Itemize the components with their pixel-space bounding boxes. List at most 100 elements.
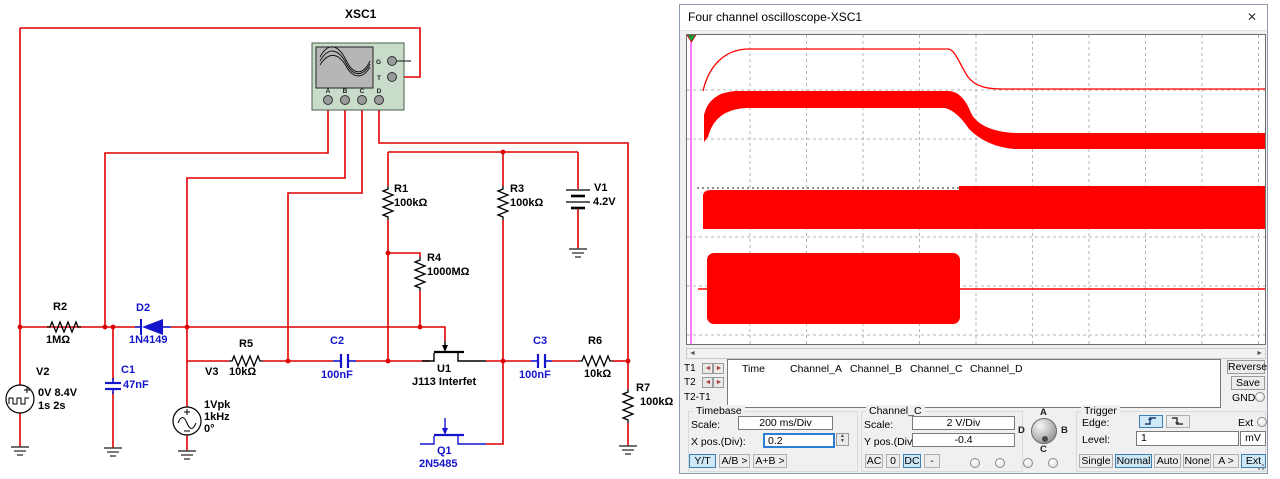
trigger-level-label: Level: <box>1082 434 1111 446</box>
jfet-q1[interactable] <box>420 418 486 445</box>
t1-right-button[interactable]: ► <box>713 363 725 374</box>
channel-scale-field[interactable]: 2 V/Div <box>912 416 1015 430</box>
gnd-radio[interactable] <box>1255 392 1265 402</box>
v2-l1: 0V 8.4V <box>38 387 78 399</box>
scope-t-label: T <box>377 75 381 82</box>
trigger-ext-radio[interactable] <box>1257 417 1267 427</box>
r4-value: 1000MΩ <box>427 266 470 278</box>
resistor-r3[interactable] <box>496 186 510 220</box>
trigger-a-button[interactable]: A > <box>1213 454 1239 468</box>
edge-rising-button[interactable] <box>1139 415 1163 428</box>
v3-l1: 1Vpk <box>204 399 231 411</box>
trigger-single-button[interactable]: Single <box>1079 454 1113 468</box>
r7-name: R7 <box>636 382 650 394</box>
junction-dots <box>17 149 631 364</box>
spin-down-icon[interactable]: ▼ <box>840 438 845 444</box>
d2-value: 1N4149 <box>129 334 168 346</box>
channel-radio-3[interactable] <box>1023 458 1033 468</box>
channel-select-knob[interactable] <box>1031 418 1057 444</box>
col-channel-d: Channel_D <box>970 363 1023 375</box>
channel-ypos-field[interactable]: -0.4 <box>912 433 1015 447</box>
source-v2[interactable] <box>5 384 35 414</box>
trigger-group: Trigger <box>1076 405 1266 472</box>
resistors <box>47 186 635 423</box>
r6-name: R6 <box>588 335 602 347</box>
channel-radio-4[interactable] <box>1048 458 1058 468</box>
trigger-level-field[interactable]: 1 <box>1136 431 1239 446</box>
resistor-r5[interactable] <box>229 354 263 368</box>
coupling-zero-button[interactable]: 0 <box>886 454 900 468</box>
schematic-canvas: G T A B C D XSC1 <box>5 7 673 470</box>
coupling-minus-button[interactable]: - <box>924 454 940 468</box>
oscilloscope-icon[interactable]: G T A B C D XSC1 <box>311 7 411 111</box>
capacitor-c1[interactable] <box>105 378 121 394</box>
spin-up-icon[interactable]: ▲ <box>840 433 845 439</box>
edge-falling-button[interactable] <box>1166 415 1190 428</box>
col-channel-b: Channel_B <box>850 363 902 375</box>
scroll-right-icon[interactable]: ► <box>1256 350 1263 357</box>
trigger-none-button[interactable]: None <box>1183 454 1211 468</box>
r2-value: 1MΩ <box>46 334 70 346</box>
close-icon[interactable]: ✕ <box>1246 10 1258 24</box>
v3-name: V3 <box>205 366 218 378</box>
timebase-scale-field[interactable]: 200 ms/Div <box>738 416 833 430</box>
channel-radio-2[interactable] <box>995 458 1005 468</box>
c1-name: C1 <box>121 364 135 376</box>
t2-left-button[interactable]: ◄ <box>702 377 714 388</box>
timebase-xpos-field[interactable]: 0.2 <box>763 433 835 448</box>
r3-name: R3 <box>510 183 524 195</box>
yt-mode-button[interactable]: Y/T <box>689 454 716 468</box>
horizontal-scrollbar[interactable]: ◄ ► <box>686 348 1266 359</box>
scroll-left-icon[interactable]: ◄ <box>689 350 696 357</box>
c3-value: 100nF <box>519 369 551 381</box>
t2-right-button[interactable]: ► <box>713 377 725 388</box>
save-button[interactable]: Save <box>1231 376 1265 390</box>
xpos-spinner[interactable]: ▲▼ <box>836 433 849 446</box>
t2-label: T2 <box>684 377 696 389</box>
battery-v1[interactable] <box>566 189 590 210</box>
resistor-r1[interactable] <box>381 186 395 220</box>
gnd-label: GND <box>1232 392 1256 404</box>
coupling-ac-button[interactable]: AC <box>865 454 883 468</box>
ab-mode-button[interactable]: A/B > <box>719 454 750 468</box>
v2-l2: 1s 2s <box>38 400 66 412</box>
trigger-auto-button[interactable]: Auto <box>1154 454 1181 468</box>
trigger-edge-label: Edge: <box>1082 417 1110 429</box>
source-v3[interactable] <box>172 406 202 436</box>
capacitor-c2[interactable] <box>333 354 356 368</box>
trigger-title: Trigger <box>1081 405 1120 417</box>
scope-g-label: G <box>376 59 381 66</box>
rising-edge-icon <box>1145 417 1156 425</box>
v1-name: V1 <box>594 182 607 194</box>
c2-name: C2 <box>330 335 344 347</box>
resistor-r2[interactable] <box>47 320 81 334</box>
diode-d2[interactable] <box>135 319 171 335</box>
resistor-r6[interactable] <box>579 354 613 368</box>
resize-grip[interactable] <box>1257 463 1265 471</box>
r1-name: R1 <box>394 183 408 195</box>
t1-label: T1 <box>684 363 696 375</box>
channel-c-title: Channel_C <box>866 405 925 417</box>
knob-d-label: D <box>1018 425 1025 436</box>
aplusb-mode-button[interactable]: A+B > <box>753 454 787 468</box>
r6-value: 10kΩ <box>584 368 611 380</box>
channel-radio-1[interactable] <box>970 458 980 468</box>
channel-scale-label: Scale: <box>864 419 894 431</box>
window-titlebar[interactable]: Four channel oscilloscope-XSC1 ✕ <box>680 5 1267 31</box>
q1-value: 2N5485 <box>419 458 458 470</box>
coupling-dc-button[interactable]: DC <box>903 454 921 468</box>
reverse-button[interactable]: Reverse <box>1227 360 1268 374</box>
col-time: Time <box>742 363 765 375</box>
resistor-r7[interactable] <box>621 389 635 423</box>
trigger-normal-button[interactable]: Normal <box>1115 454 1152 468</box>
cursor-t1-handle[interactable] <box>686 34 697 43</box>
waveform-channel-b <box>704 91 1265 149</box>
jfet-u1[interactable] <box>422 341 486 362</box>
resistor-r4[interactable] <box>413 257 427 291</box>
d2-name: D2 <box>136 302 150 314</box>
q1-name: Q1 <box>437 445 452 457</box>
v2-name: V2 <box>36 366 49 378</box>
capacitor-c3[interactable] <box>531 354 552 368</box>
t1-left-button[interactable]: ◄ <box>702 363 714 374</box>
